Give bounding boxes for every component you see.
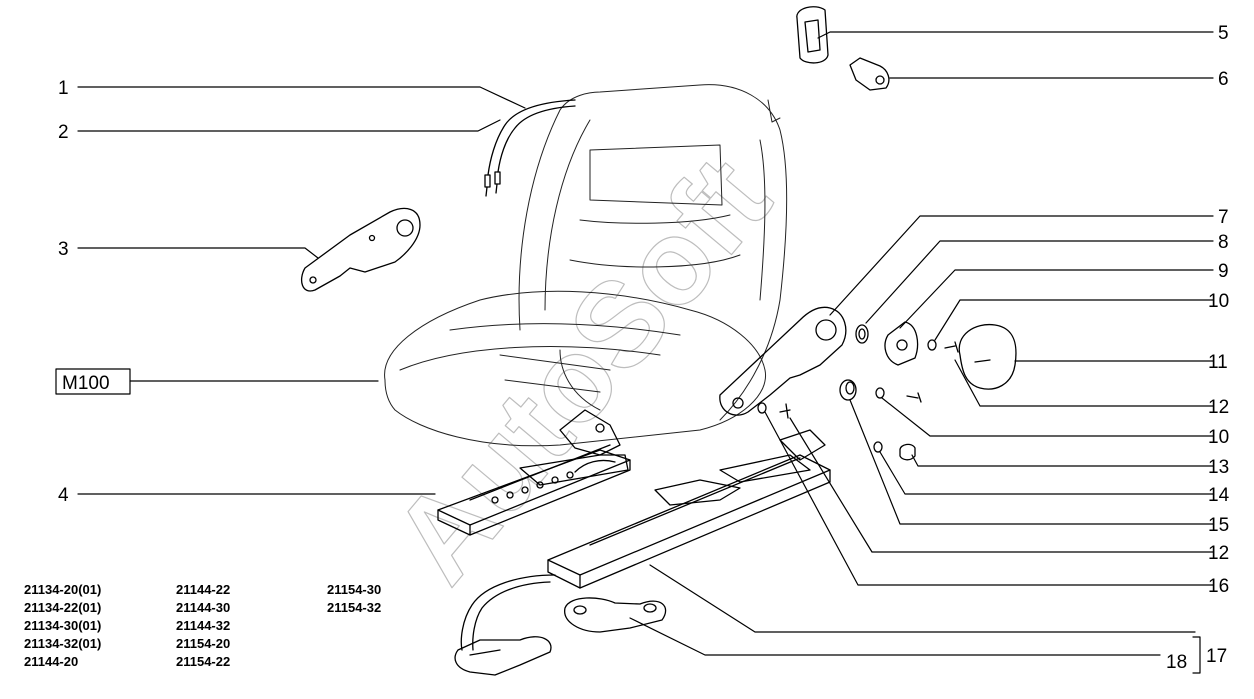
model-code: 21144-20	[24, 654, 79, 669]
callout-5: 5	[1218, 23, 1229, 44]
callout-10a: 10	[1208, 291, 1229, 312]
model-code: 21134-32(01)	[24, 636, 102, 651]
part-3-side-cover	[301, 207, 421, 292]
leader-lines	[77, 31, 1214, 674]
callout-9: 9	[1218, 261, 1229, 282]
callout-m100: M100	[62, 373, 110, 394]
model-codes-col-1: 21134-20(01) 21134-22(01) 21134-30(01) 2…	[24, 581, 101, 671]
callout-2: 2	[58, 122, 69, 143]
model-code: 21154-20	[176, 636, 231, 651]
watermark-text: AutoSoft	[367, 133, 795, 607]
part-7-bracket	[719, 306, 847, 416]
rail-assembly	[547, 429, 831, 589]
callout-11: 11	[1208, 352, 1228, 373]
callout-4: 4	[58, 485, 69, 506]
part-5-handle	[796, 6, 829, 64]
callout-14: 14	[1208, 485, 1230, 506]
model-code: 21134-22(01)	[24, 600, 102, 615]
model-codes-col-2: 21144-22 21144-30 21144-32 21154-20 2115…	[176, 581, 230, 671]
callout-10b: 10	[1208, 427, 1229, 448]
model-code: 21144-30	[176, 600, 231, 615]
part-11-knob	[958, 323, 1017, 390]
callout-7: 7	[1218, 207, 1229, 228]
callout-17: 17	[1206, 646, 1227, 667]
callout-12b: 12	[1208, 543, 1229, 564]
part-6-knob	[849, 57, 890, 91]
callout-8: 8	[1218, 232, 1229, 253]
wire-harness	[484, 99, 576, 197]
hardware-parts	[757, 321, 959, 461]
model-code: 21154-30	[327, 582, 382, 597]
callout-6: 6	[1218, 69, 1229, 90]
model-code: 21154-32	[327, 600, 382, 615]
seat-drawing	[384, 84, 788, 447]
callout-15: 15	[1208, 515, 1229, 536]
watermark: AutoSoft	[367, 132, 796, 607]
callout-18: 18	[1166, 652, 1187, 673]
model-code: 21144-32	[176, 618, 231, 633]
callout-3: 3	[58, 239, 69, 260]
model-code: 21134-30(01)	[24, 618, 102, 633]
callout-12a: 12	[1208, 397, 1229, 418]
slide-holes	[491, 471, 574, 504]
callout-13: 13	[1208, 457, 1229, 478]
part-18-clip	[564, 597, 667, 633]
model-codes-col-3: 21154-30 21154-32	[327, 581, 381, 617]
callout-1: 1	[58, 78, 69, 99]
part-4-slide-mechanism	[437, 409, 631, 536]
model-code: 21144-22	[176, 582, 231, 597]
callout-labels: 1 2 3 4 M100 5 6 7 8 9 10 11 12 10 13 14…	[58, 23, 1230, 673]
callout-16: 16	[1208, 576, 1229, 597]
model-code: 21134-20(01)	[24, 582, 102, 597]
part-17-lever	[454, 574, 556, 676]
model-code: 21154-22	[176, 654, 231, 669]
m100-box	[55, 368, 131, 395]
